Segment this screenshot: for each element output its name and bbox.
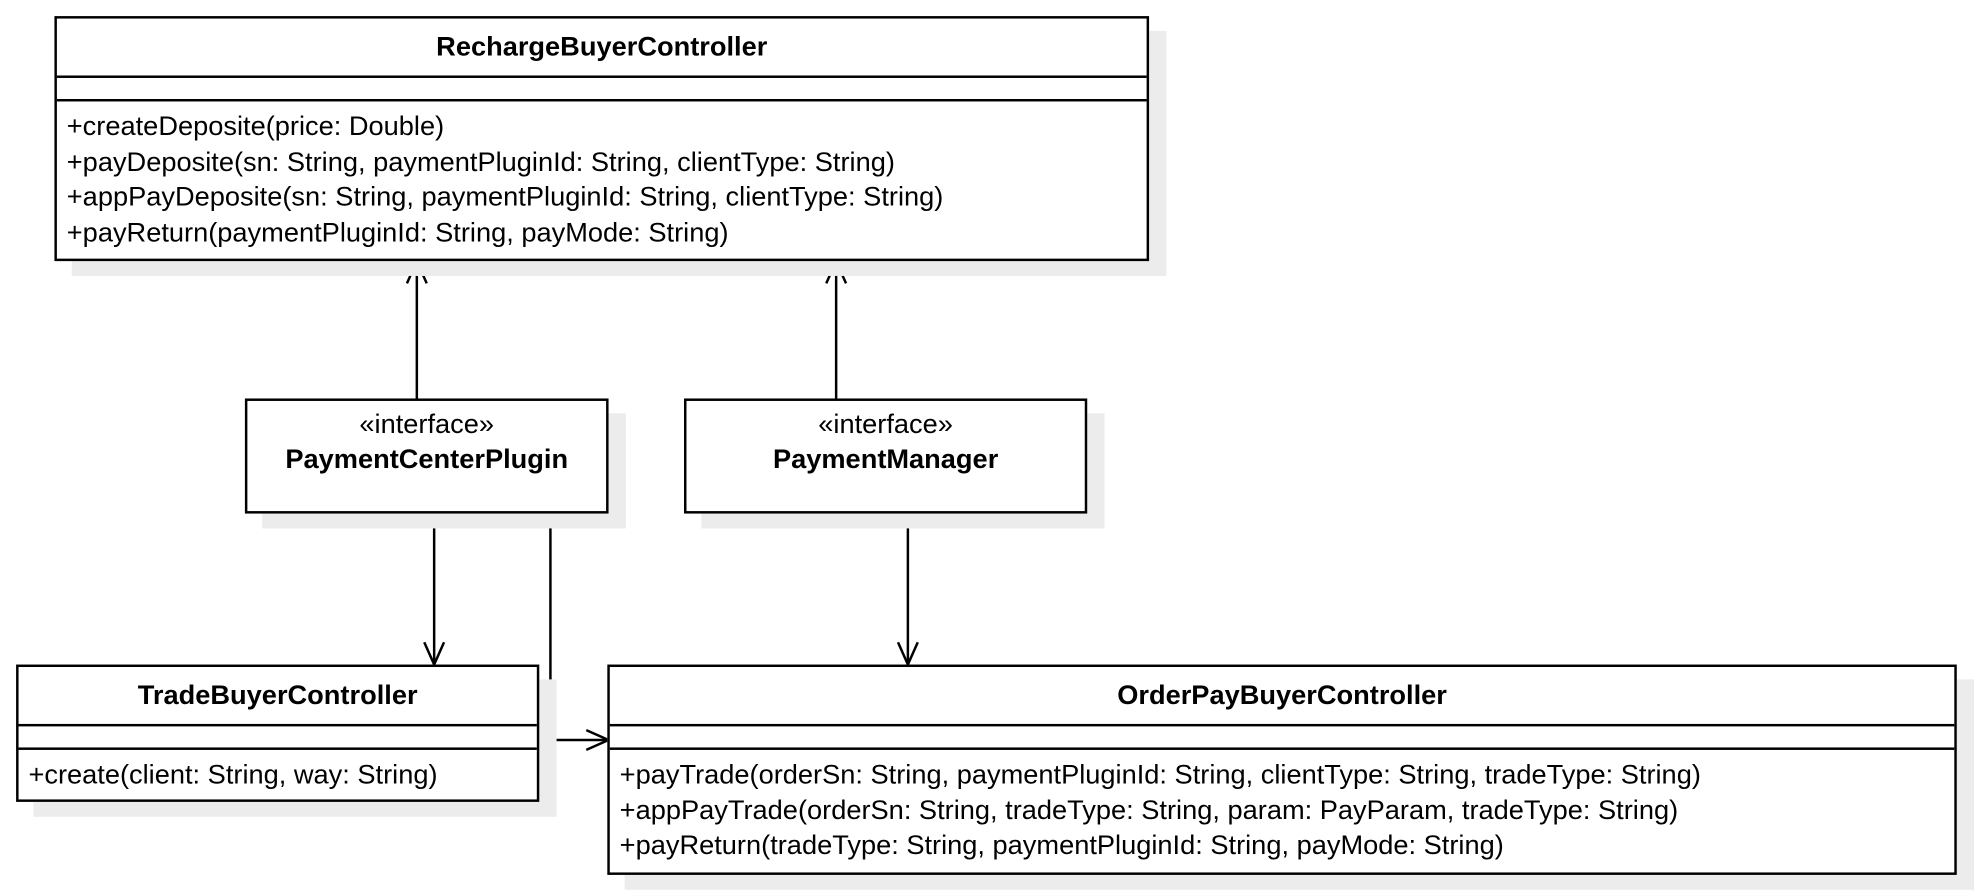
operation: +appPayDeposite(sn: String, paymentPlugi… xyxy=(66,180,944,212)
arrow-plugin-to-trade xyxy=(423,512,446,668)
stereotype-label: «interface» xyxy=(818,408,953,440)
recharge-buyer-controller-class: RechargeBuyerController +createDeposite(… xyxy=(54,16,1150,262)
arrow-manager-to-orderpay xyxy=(896,512,919,668)
operations-compartment: +create(client: String, way: String) xyxy=(19,750,537,793)
class-title: TradeBuyerController xyxy=(18,667,537,727)
operation: +payReturn(tradeType: String, paymentPlu… xyxy=(619,829,1504,861)
order-pay-buyer-controller-class: OrderPayBuyerController +payTrade(orderS… xyxy=(607,664,1957,875)
operation: +createDeposite(price: Double) xyxy=(66,110,445,142)
class-title: OrderPayBuyerController xyxy=(609,667,1955,727)
interface-name: PaymentCenterPlugin xyxy=(285,443,569,474)
stereotype-label: «interface» xyxy=(359,408,495,440)
arrow-manager-to-recharge xyxy=(825,258,848,399)
arrow-plugin-to-recharge xyxy=(405,258,428,399)
operations-compartment: +createDeposite(price: Double) +payDepos… xyxy=(57,101,1147,250)
payment-center-plugin-interface: «interface» PaymentCenterPlugin xyxy=(244,398,609,514)
operation: +payDeposite(sn: String, paymentPluginId… xyxy=(66,145,895,177)
arrow-plugin-to-orderpay xyxy=(549,512,612,752)
payment-manager-interface: «interface» PaymentManager xyxy=(684,398,1088,514)
interface-name: PaymentManager xyxy=(772,443,999,474)
operations-compartment: +payTrade(orderSn: String, paymentPlugin… xyxy=(610,750,1955,863)
operation: +payReturn(paymentPluginId: String, payM… xyxy=(66,215,729,247)
trade-buyer-controller-class: TradeBuyerController +create(client: Str… xyxy=(16,664,540,802)
attributes-compartment xyxy=(56,78,1147,102)
operation: +appPayTrade(orderSn: String, tradeType:… xyxy=(619,793,1679,825)
operation: +payTrade(orderSn: String, paymentPlugin… xyxy=(619,758,1701,790)
attributes-compartment xyxy=(609,726,1955,750)
class-title: RechargeBuyerController xyxy=(56,19,1147,78)
operation: +create(client: String, way: String) xyxy=(28,758,438,790)
attributes-compartment xyxy=(18,726,537,750)
